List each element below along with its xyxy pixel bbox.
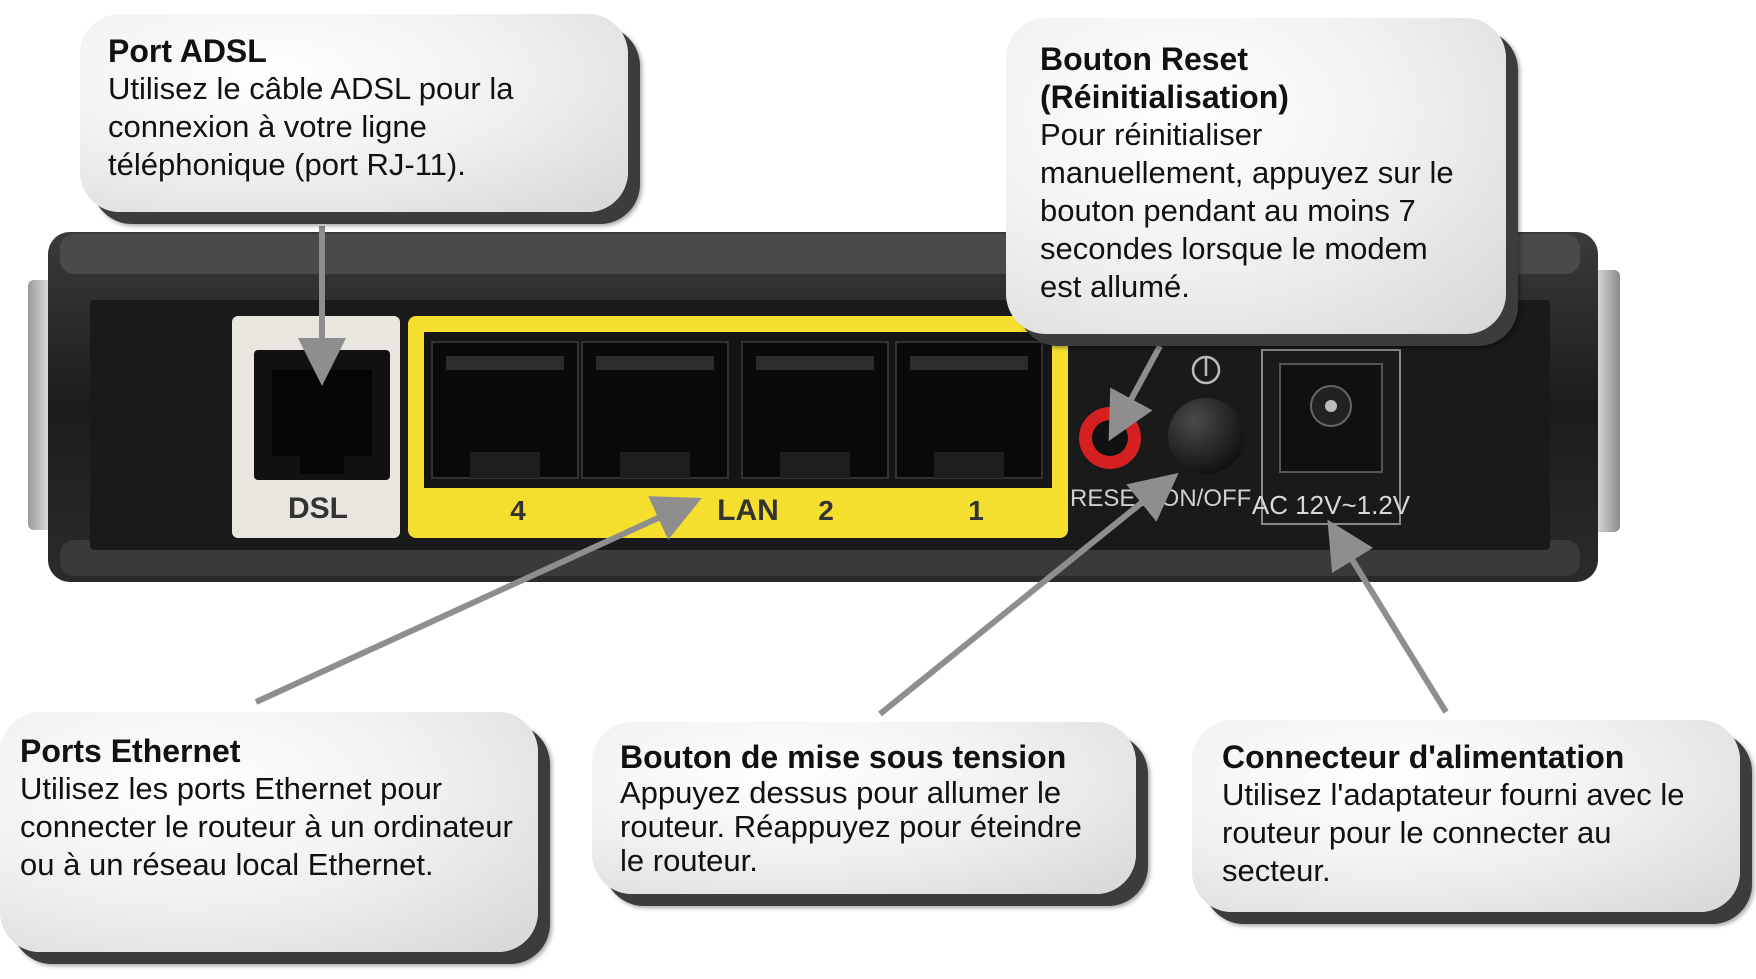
arrow-power-button — [878, 472, 1179, 717]
callout-reset-text: Pour réinitialiser manuellement, appuyez… — [1040, 117, 1454, 304]
callout-reset-title: Bouton Reset (Réinitialisation) — [1040, 41, 1289, 115]
arrow-power-connector — [1327, 519, 1449, 714]
callout-power-button-text: Appuyez dessus pour allumer le routeur. … — [620, 775, 1082, 878]
callout-ethernet-ports: Ports Ethernet Utilisez les ports Ethern… — [0, 712, 538, 952]
callout-power-connector-text: Utilisez l'adaptateur fourni avec le rou… — [1222, 777, 1685, 888]
dsl-jack-inner — [272, 370, 372, 456]
lan-port-1-label: 1 — [968, 495, 984, 526]
lan-port-4[interactable] — [431, 341, 579, 479]
callout-power-connector: Connecteur d'alimentation Utilisez l'ada… — [1192, 720, 1740, 912]
lan-port-2[interactable] — [741, 341, 889, 479]
lan-port-1[interactable] — [895, 341, 1043, 479]
power-button[interactable] — [1168, 398, 1244, 474]
arrow-reset — [1108, 344, 1163, 442]
callout-adsl-title: Port ADSL — [108, 33, 267, 69]
lan-label: LAN — [717, 494, 779, 527]
lan-port-4-label: 4 — [510, 495, 526, 526]
callout-power-button: Bouton de mise sous tension Appuyez dess… — [592, 722, 1136, 894]
arrow-ethernet — [254, 496, 702, 705]
power-connector-pin — [1325, 400, 1337, 412]
callout-adsl-text: Utilisez le câble ADSL pour la connexion… — [108, 71, 514, 182]
ac-label: AC 12V~1.2V — [1252, 490, 1411, 520]
onoff-label: ON/OFF — [1161, 485, 1252, 512]
lan-port-2-label: 2 — [818, 495, 834, 526]
reset-button-hole — [1092, 420, 1128, 456]
callout-power-connector-title: Connecteur d'alimentation — [1222, 739, 1625, 775]
dsl-jack-clip — [300, 456, 344, 474]
callout-adsl-port: Port ADSL Utilisez le câble ADSL pour la… — [80, 14, 628, 212]
callout-ethernet-text: Utilisez les ports Ethernet pour connect… — [20, 771, 513, 882]
callout-power-button-title: Bouton de mise sous tension — [620, 739, 1067, 775]
dsl-label: DSL — [288, 492, 348, 525]
lan-port-3[interactable] — [581, 341, 729, 479]
power-symbol-icon — [1191, 355, 1221, 385]
callout-ethernet-title: Ports Ethernet — [20, 733, 241, 769]
callout-reset-button: Bouton Reset (Réinitialisation) Pour réi… — [1006, 18, 1506, 334]
